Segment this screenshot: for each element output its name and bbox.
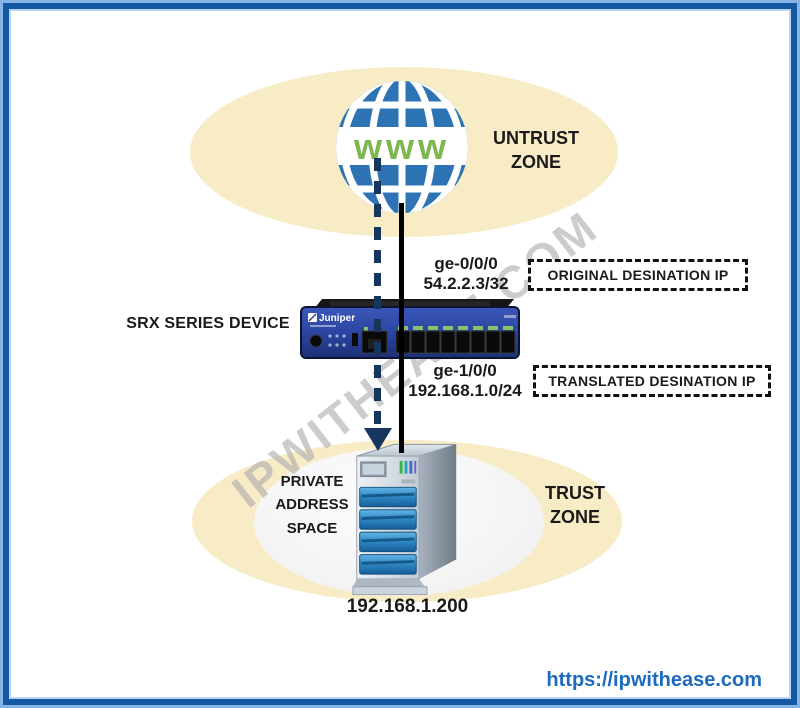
footer-website-link[interactable]: https://ipwithease.com xyxy=(546,669,762,691)
interface-trust-label: ge-1/0/0 192.168.1.0/24 xyxy=(408,361,522,401)
srx-device-icon: Juniper xyxy=(300,297,520,360)
private-address-space-label: PRIVATE ADDRESS SPACE xyxy=(275,473,349,537)
original-destination-callout: ORIGINAL DESINATION IP xyxy=(528,259,748,291)
juniper-logo: Juniper xyxy=(319,313,355,324)
interface-untrust-label: ge-0/0/0 54.2.2.3/32 xyxy=(423,254,509,294)
trust-zone-label: TRUST ZONE xyxy=(545,483,605,528)
globe-www-text: www xyxy=(353,126,450,167)
server-ip-label: 192.168.1.200 xyxy=(346,596,469,617)
dashed-translation-arrow-line xyxy=(374,158,381,430)
translated-destination-callout: TRANSLATED DESINATION IP xyxy=(533,365,771,397)
arrow-down-icon xyxy=(364,428,392,451)
solid-connection-line xyxy=(399,203,404,453)
untrust-zone-label: UNTRUST ZONE xyxy=(493,128,579,173)
srx-device-label: SRX SERIES DEVICE xyxy=(126,315,290,332)
server-icon xyxy=(347,440,464,597)
www-globe-icon: www xyxy=(332,77,472,217)
